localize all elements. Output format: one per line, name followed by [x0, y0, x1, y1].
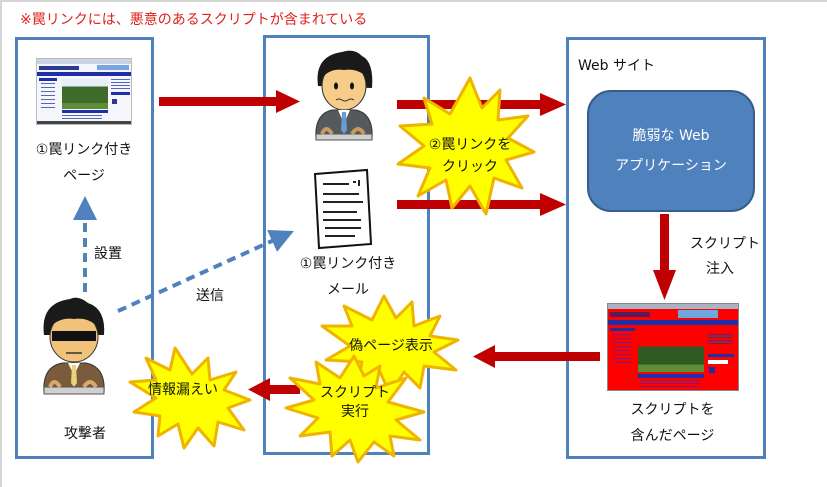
burst-click-line1: ②罠リンクを: [428, 137, 512, 153]
arrow-script-injection: [653, 214, 676, 300]
trap-mail-label-line1: ①罠リンク付き: [299, 256, 397, 272]
attacker-person-icon: [43, 297, 105, 395]
burst-script-exec-line2: 実行: [341, 404, 369, 420]
trap-page-label-line1: ①罠リンク付き: [35, 142, 133, 158]
arrow-send-dashed: [117, 230, 294, 313]
trap-link-note: ※罠リンクには、悪意のあるスクリプトが含まれている: [20, 12, 368, 28]
burst-fake-page-text: 偽ページ表示: [349, 338, 433, 354]
install-label: 設置: [94, 246, 122, 262]
panel-victim: [263, 35, 430, 455]
inject-label-line2: 注入: [706, 261, 734, 277]
arrow-page-to-victim: [159, 90, 300, 113]
victim-person-icon: [315, 50, 373, 141]
vulnerable-webapp-box: 脆弱な Web アプリケーション: [587, 90, 755, 212]
arrow-victim-to-site-bottom: [397, 193, 566, 216]
mail-document-icon: [313, 168, 373, 250]
burst-info-leak: [128, 346, 252, 450]
burst-info-leak-text: 情報漏えい: [148, 382, 218, 398]
burst-click-line2: クリック: [442, 159, 498, 175]
inject-label-line1: スクリプト: [690, 236, 760, 252]
injected-page-thumbnail: [607, 303, 739, 391]
trap-page-label-line2: ページ: [63, 168, 105, 184]
arrow-site-to-victim: [473, 345, 600, 368]
injected-page-label-line2: 含んだページ: [630, 428, 715, 444]
burst-script-exec: [284, 354, 426, 464]
attacker-label: 攻撃者: [64, 426, 106, 442]
send-label: 送信: [196, 288, 224, 304]
injected-page-label-line1: スクリプトを: [630, 402, 715, 418]
burst-click: [396, 76, 536, 216]
webapp-label-line2: アプリケーション: [615, 158, 727, 174]
panel-website: [566, 37, 766, 459]
website-title: Web サイト: [578, 58, 655, 74]
trap-mail-label-line2: メール: [327, 282, 369, 298]
trap-page-thumbnail: [36, 58, 132, 125]
panel-trap-page: [15, 37, 154, 459]
burst-script-exec-line1: スクリプト: [320, 385, 390, 401]
webapp-label-line1: 脆弱な Web: [632, 128, 710, 144]
arrow-victim-to-attacker: [248, 378, 300, 401]
